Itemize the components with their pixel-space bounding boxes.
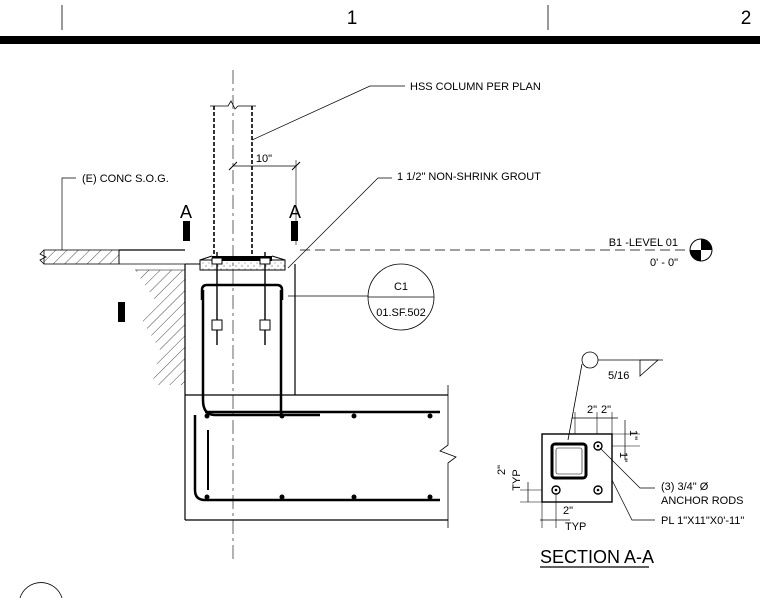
conc-sog-label: (E) CONC S.O.G.	[82, 173, 169, 185]
weld-all-around-icon	[581, 351, 599, 369]
dim-10-text: 10"	[256, 153, 272, 165]
soil-hatch	[135, 269, 185, 385]
grout-label: 1 1/2" NON-SHRINK GROUT	[397, 171, 541, 183]
concrete-pier	[184, 263, 457, 528]
callout-bottom: 01.SF.502	[376, 307, 426, 319]
hss-column-label: HSS COLUMN PER PLAN	[410, 81, 541, 93]
dim-2-bottom: 2"	[563, 505, 573, 517]
dim-1b: 1"	[617, 452, 629, 462]
section-mark-left: A	[180, 202, 192, 222]
typ-bottom: TYP	[565, 521, 586, 533]
rebar	[193, 290, 440, 502]
partial-detail-bubble	[19, 582, 63, 598]
dim-1: 1"	[627, 430, 639, 440]
level-marker: B1 -LEVEL 01 0' - 0"	[609, 237, 713, 269]
level-datum-icon	[689, 238, 713, 262]
grid-header: 1 2	[0, 5, 760, 44]
grid-number-1: 1	[347, 8, 358, 29]
hss-section	[550, 442, 588, 480]
level-elevation: 0' - 0"	[650, 257, 678, 269]
existing-slab	[39, 249, 185, 265]
grid-number-2: 2	[741, 8, 752, 29]
dim-2-left: 2"	[496, 465, 508, 475]
title-bar	[0, 36, 760, 44]
hss-column	[210, 70, 256, 560]
typ-left: TYP	[511, 469, 523, 490]
dim-2b: 2"	[601, 404, 611, 416]
level-name: B1 -LEVEL 01	[609, 237, 678, 249]
weld-size: 5/16	[608, 370, 629, 382]
plate-label: PL 1"X11"X0'-11"	[661, 515, 744, 527]
section-cut-marks: A A	[118, 202, 301, 322]
anchor-rods-line2: ANCHOR RODS	[661, 495, 744, 507]
anchor-rods	[200, 252, 284, 345]
leaders	[61, 85, 690, 297]
section-title: SECTION A-A	[540, 547, 654, 567]
dimension-10: 10"	[228, 153, 301, 245]
section-mark-right: A	[289, 202, 301, 222]
detail-callout: C1 01.SF.502	[367, 263, 435, 331]
dim-2a: 2"	[587, 404, 597, 416]
base-plate-grout	[199, 255, 286, 271]
callout-top: C1	[394, 281, 408, 293]
anchor-rods-line1: (3) 3/4" Ø	[661, 481, 709, 493]
section-a-a: 5/16 2" 2" 1" 1" 2" TYP 2" TYP (3) 3/4" …	[496, 351, 744, 568]
anchor-rod-holes	[551, 441, 603, 495]
